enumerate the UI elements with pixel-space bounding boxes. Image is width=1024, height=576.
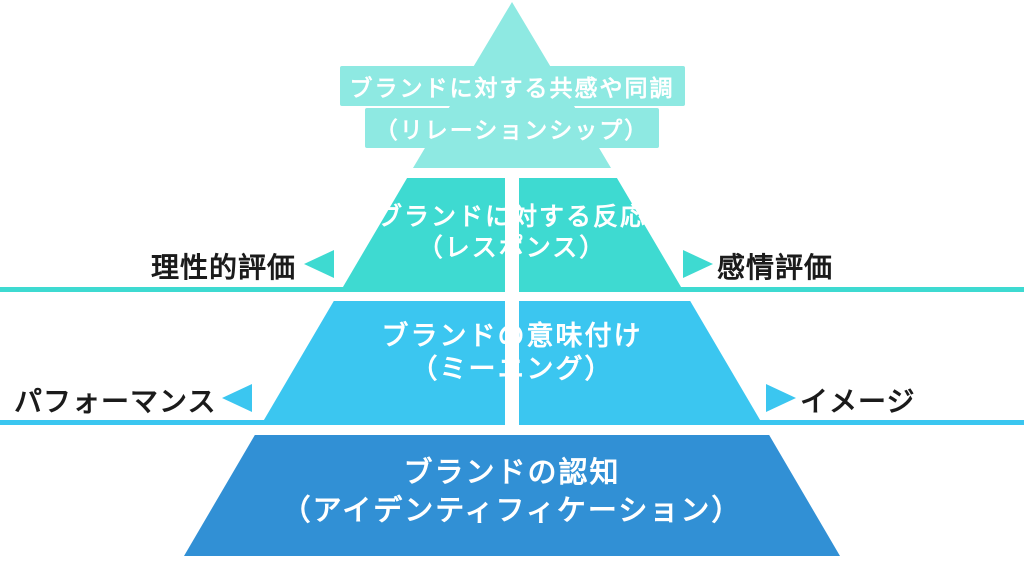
level-4-name: ブランドの認知	[403, 457, 621, 489]
level-3-label: ブランドの意味付け （ミーニング）	[0, 320, 1024, 386]
right-arrow-icon	[683, 250, 713, 278]
rational-evaluation-label: 理性的評価	[150, 252, 296, 283]
level-1-label: ブランドに対する共感や同調 （リレーションシップ）	[0, 65, 1024, 149]
level-4-label: ブランドの認知 （アイデンティフィケーション）	[0, 454, 1024, 530]
emotional-evaluation-label: 感情評価	[717, 252, 834, 283]
level-1-name: ブランドに対する共感や同調	[339, 66, 685, 106]
level-2-label: ブランドに対する反応 （レスポンス）	[0, 202, 1024, 264]
level-4-reading: （アイデンティフィケーション）	[281, 495, 743, 527]
pyramid-level-4-shape	[184, 435, 840, 556]
level-1-reading: （リレーションシップ）	[364, 108, 660, 148]
level-3-name: ブランドの意味付け	[381, 321, 643, 351]
right-arrow-icon	[766, 384, 796, 412]
left-arrow-icon	[222, 384, 252, 412]
center-divider	[505, 178, 519, 425]
level-3-reading: （ミーニング）	[410, 354, 614, 384]
left-arrow-icon	[304, 250, 334, 278]
performance-label: パフォーマンス	[14, 386, 217, 417]
image-label: イメージ	[800, 386, 916, 417]
level-2-name: ブランドに対する反応	[376, 203, 647, 231]
level-2-reading: （レスポンス）	[417, 234, 607, 262]
